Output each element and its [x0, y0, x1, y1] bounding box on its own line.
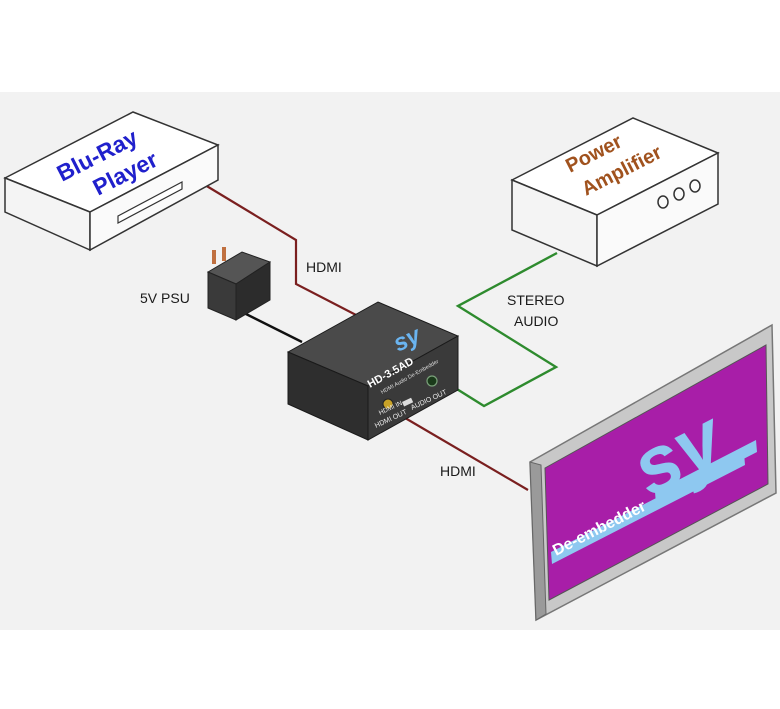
psu-adapter: [206, 247, 272, 321]
display-monitor: sy De-embedder: [529, 323, 777, 622]
psu-prong-2: [222, 247, 226, 261]
hdmi-out-cable: [399, 414, 529, 491]
psu-prong-1: [212, 250, 216, 264]
stereo-audio-label-line1: STEREO: [507, 292, 565, 308]
psu-label: 5V PSU: [140, 290, 190, 306]
power-cable: [241, 310, 303, 344]
stereo-audio-cable: [443, 251, 559, 408]
bluray-player: Blu-Ray Player: [3, 111, 220, 252]
audio-out-jack: [426, 375, 438, 387]
amp-knob-2: [673, 187, 685, 201]
power-amplifier: Power Amplifier: [510, 117, 720, 268]
hdmi-out-label: HDMI: [440, 463, 476, 479]
hdmi-out-port: [402, 397, 414, 407]
power-led: [382, 398, 394, 410]
screen-accent-bar-2: [655, 440, 757, 504]
amp-knob-1: [657, 195, 669, 209]
amp-knob-3: [689, 179, 701, 193]
hdmi-in-label: HDMI: [306, 259, 342, 275]
deembedder-unit: sy HD-3.5AD HDMI Audio De-Embedder HDMI …: [286, 301, 460, 441]
hdmi-in-cable: [204, 184, 359, 317]
stereo-audio-label-line2: AUDIO: [514, 313, 558, 329]
disc-slot: [117, 181, 183, 224]
